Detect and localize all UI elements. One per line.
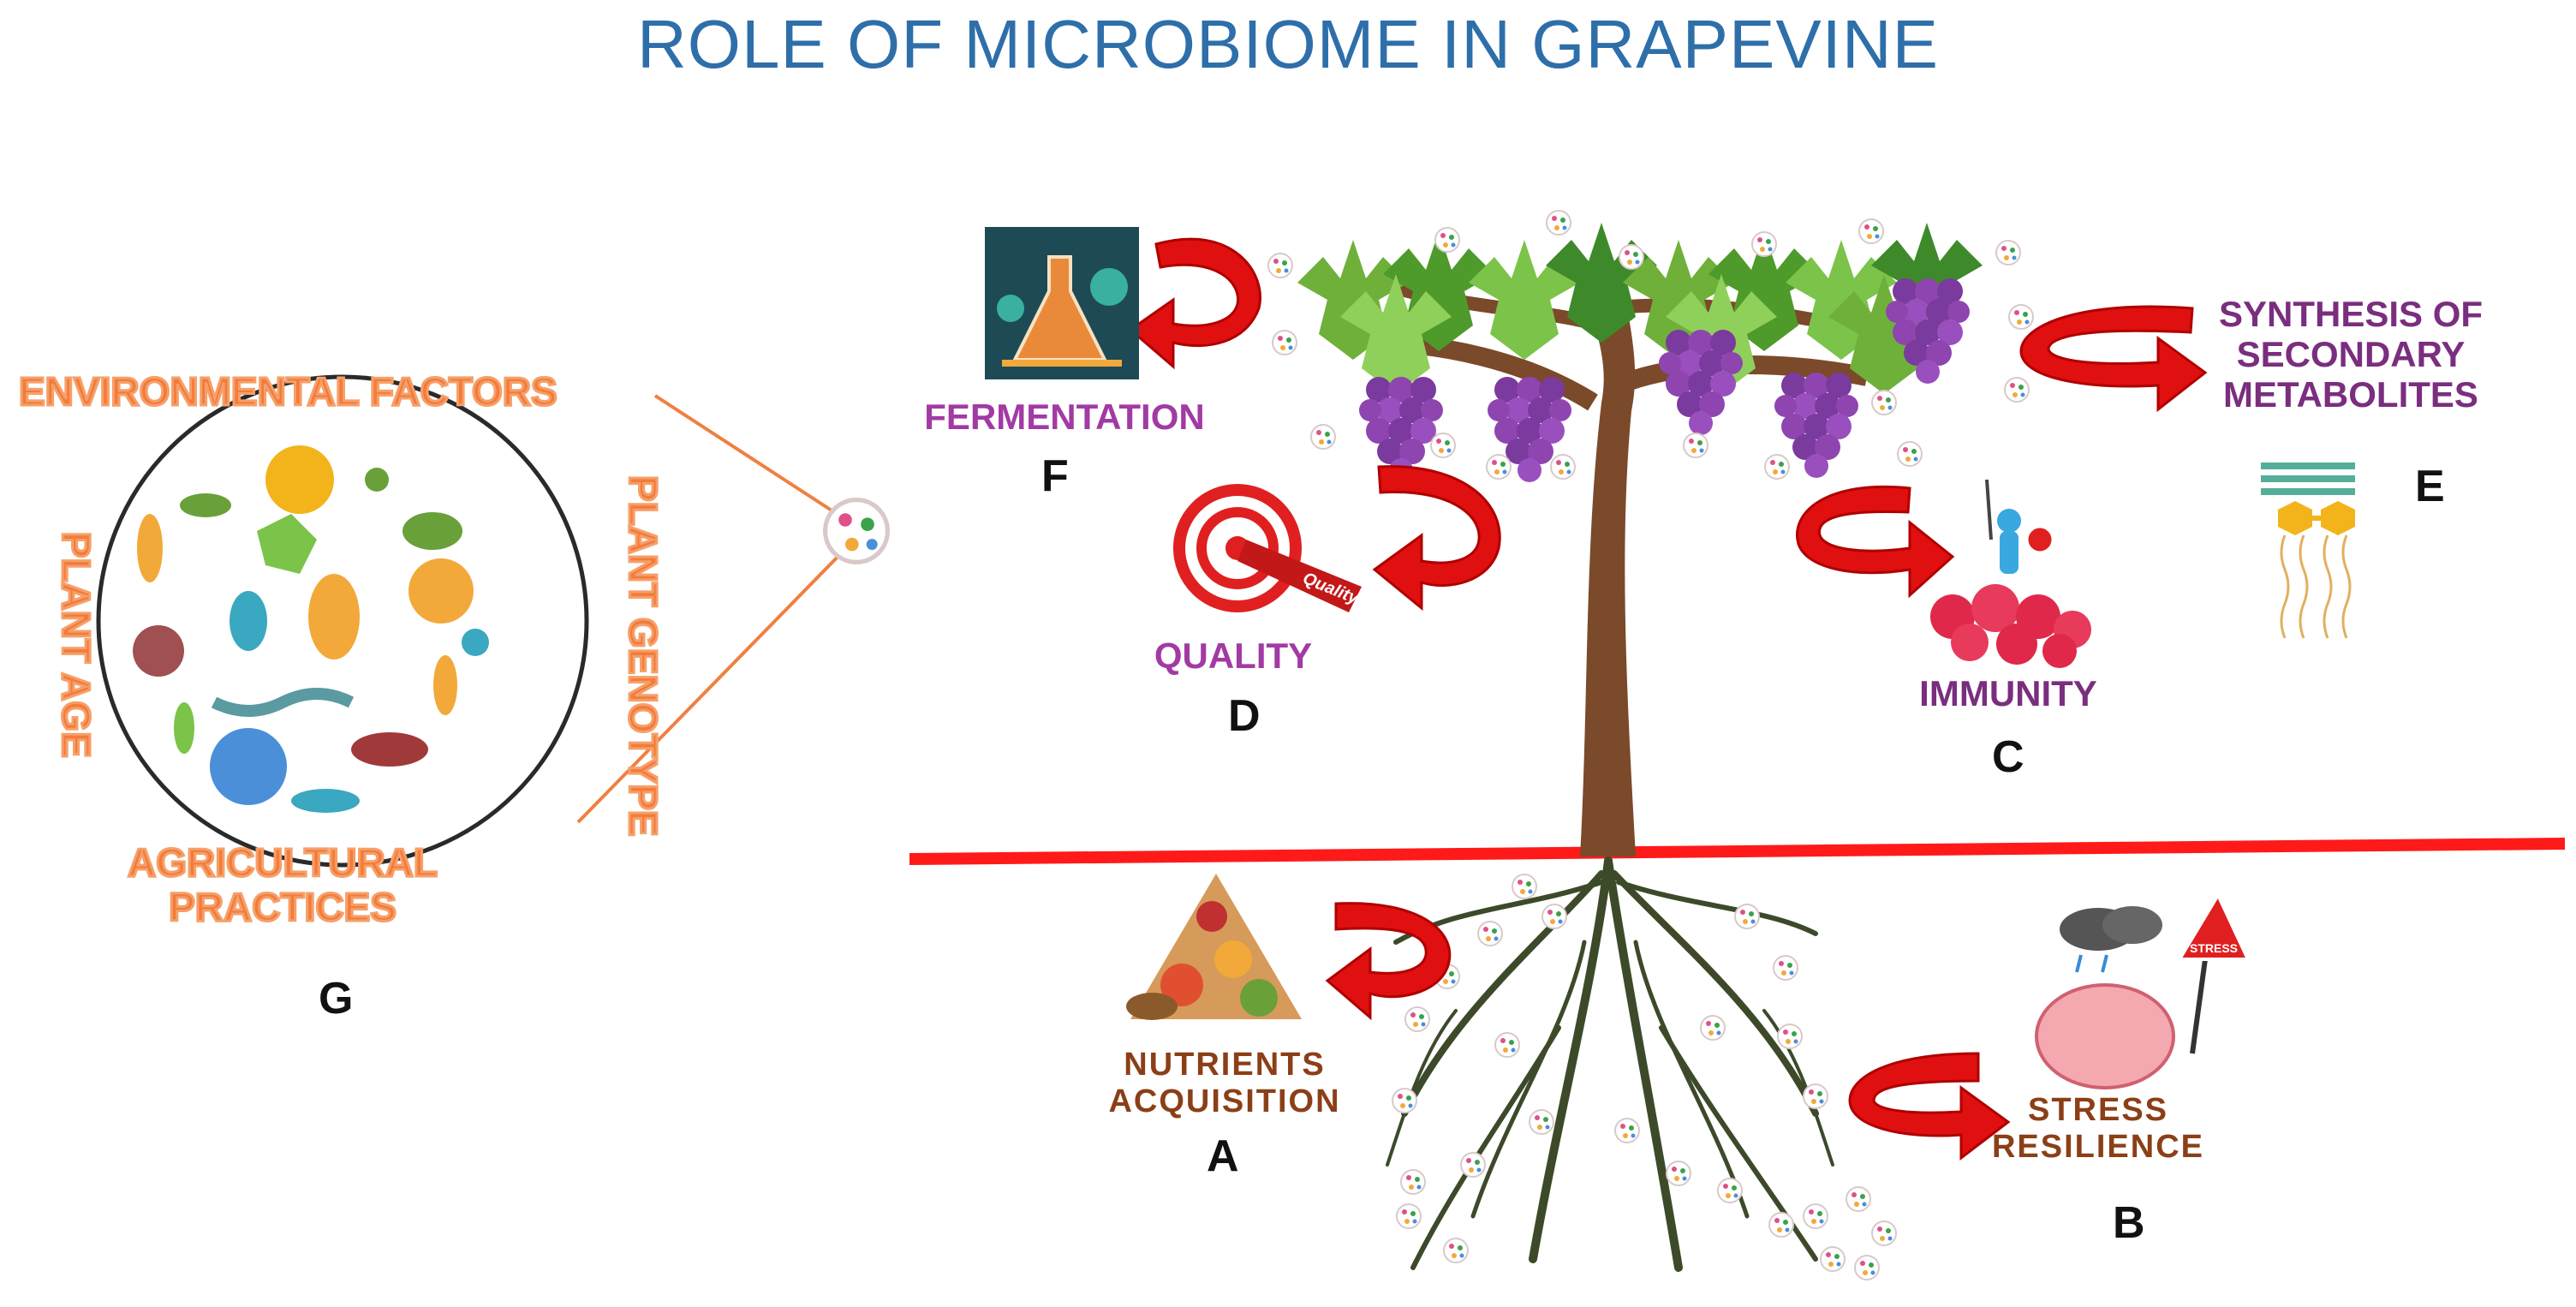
label-nutrients: NUTRIENTS ACQUISITION — [1108, 1047, 1341, 1119]
label-plant-genotype: PLANT GENOTYPE — [619, 474, 666, 838]
zoom-line-bottom — [576, 546, 848, 824]
arrow-synthesis — [2019, 305, 2208, 413]
letter-a: A — [1207, 1131, 1239, 1181]
arrow-fermentation — [1128, 237, 1261, 370]
nutrients-food-image — [1126, 874, 1302, 1020]
letter-f: F — [1041, 451, 1069, 501]
diagram-title: ROLE OF MICROBIOME IN GRAPEVINE — [636, 6, 1940, 82]
grapevine-trunk — [1580, 283, 1636, 856]
label-immunity: IMMUNITY — [1919, 673, 2097, 713]
soil-line — [909, 838, 2566, 865]
label-environmental-factors: ENVIRONMENTAL FACTORS — [18, 368, 559, 415]
arrow-nutrients — [1325, 902, 1452, 1021]
letter-g: G — [319, 974, 354, 1024]
arrow-quality — [1372, 465, 1501, 612]
letter-c: C — [1992, 732, 2024, 782]
metabolites-image — [2261, 463, 2355, 639]
label-fermentation: FERMENTATION — [924, 397, 1205, 437]
process-arrows — [1128, 237, 2208, 1161]
immunity-image — [1930, 479, 2091, 668]
label-quality: QUALITY — [1154, 636, 1313, 676]
arrow-stress — [1848, 1052, 2011, 1161]
fermentation-image — [985, 227, 1139, 379]
arrow-immunity — [1796, 486, 1955, 599]
label-stress: STRESS RESILIENCE — [1991, 1092, 2205, 1165]
letter-e: E — [2415, 462, 2445, 511]
letter-d: D — [1228, 691, 1261, 741]
zoom-line-top — [653, 394, 845, 520]
stress-brain-image: STRESS — [2035, 891, 2251, 1089]
microbiome-circle — [96, 374, 589, 868]
grapevine-roots — [1386, 856, 1834, 1272]
quality-target-image: Quality — [1173, 484, 1362, 612]
label-synthesis: SYNTHESIS OF SECONDARY METABOLITES — [2218, 294, 2484, 415]
letter-b: B — [2113, 1198, 2145, 1248]
zoom-microbe-dot — [826, 500, 888, 563]
label-plant-age: PLANT AGE — [52, 530, 99, 759]
label-agricultural-practices: AGRICULTURAL PRACTICES — [127, 839, 439, 930]
stress-sign-text: STRESS — [2190, 941, 2238, 955]
